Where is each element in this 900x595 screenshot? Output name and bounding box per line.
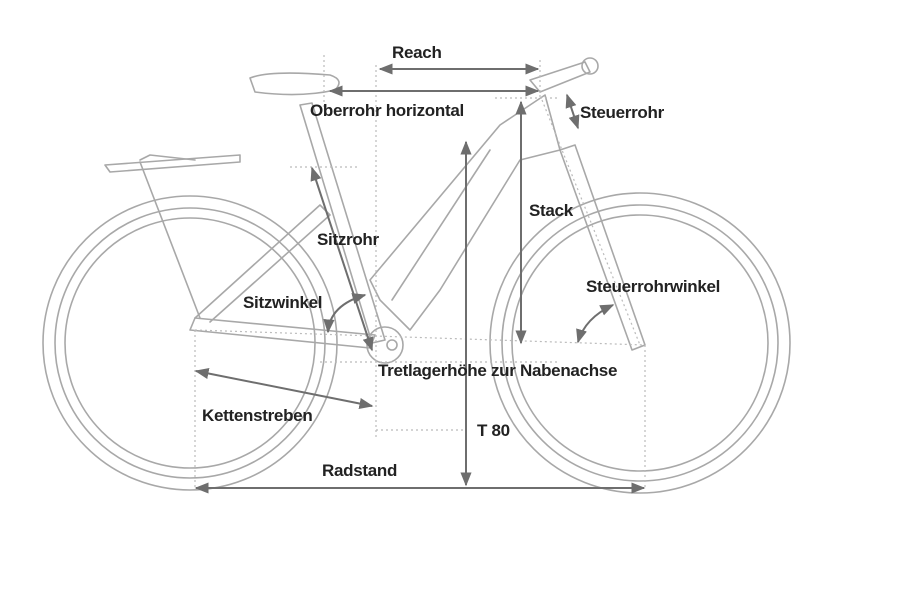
label-seat-angle: Sitzwinkel [243, 293, 322, 312]
rear-wheel [42, 195, 338, 491]
label-bb-height: Tretlagerhöhe zur Nabenachse [378, 361, 617, 380]
label-standover: T 80 [477, 421, 510, 440]
label-head-tube: Steuerrohr [580, 103, 665, 122]
label-chainstays: Kettenstreben [202, 406, 312, 425]
chainstay-arrow [194, 367, 374, 410]
head-tube-arrow [565, 93, 580, 130]
label-top-tube-horizontal: Oberrohr horizontal [310, 101, 464, 120]
seat-tube-arrow [310, 166, 374, 352]
seat-angle-arc [323, 293, 367, 334]
label-reach: Reach [392, 43, 442, 62]
head-angle-arc [576, 304, 615, 344]
label-head-tube-angle: Steuerrohrwinkel [586, 277, 720, 296]
guide-lines [194, 55, 646, 490]
label-seat-tube: Sitzrohr [317, 230, 380, 249]
front-wheel [489, 192, 791, 494]
label-stack: Stack [529, 201, 574, 220]
measurement-arrows [194, 63, 646, 494]
label-wheelbase: Radstand [322, 461, 397, 480]
